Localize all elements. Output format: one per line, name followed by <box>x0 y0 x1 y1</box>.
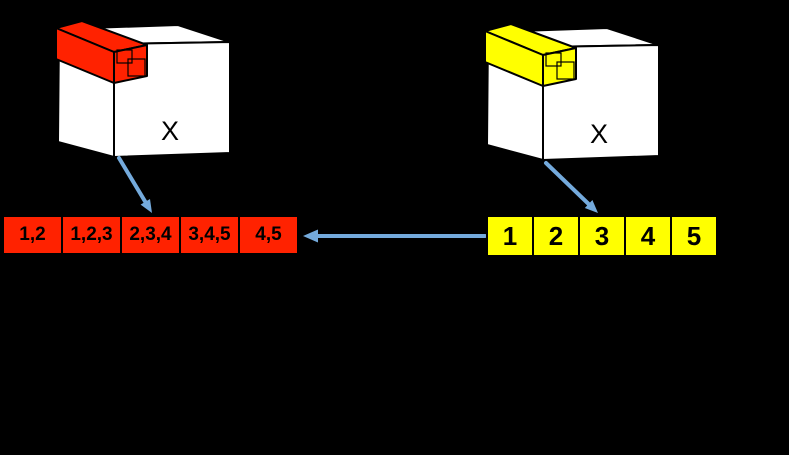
highlight-bar-red <box>55 20 148 84</box>
highlight-bar-end-cap <box>113 44 148 84</box>
yellow-row-cell: 2 <box>532 215 580 257</box>
left-cube <box>55 20 231 158</box>
left-cube-label: X <box>160 116 179 146</box>
yellow-row-cell: 1 <box>486 215 534 257</box>
highlight-bar-yellow <box>484 23 577 87</box>
arrow-right-cube-to-yellow-row <box>544 161 598 213</box>
red-row-cell: 3,4,5 <box>179 215 240 255</box>
red-row-cell: 1,2 <box>2 215 63 255</box>
yellow-element-row: 1 2 3 4 5 <box>486 215 718 257</box>
red-row-cell: 1,2,3 <box>61 215 122 255</box>
highlight-bar-end-cap <box>542 47 577 87</box>
arrow-yellow-row-to-red-row <box>303 229 487 243</box>
right-cube-label: X <box>589 119 608 149</box>
voxel-square <box>545 52 562 67</box>
yellow-row-cell: 4 <box>624 215 672 257</box>
yellow-row-cell: 3 <box>578 215 626 257</box>
voxel-square <box>116 49 133 64</box>
voxel-square <box>556 61 575 80</box>
voxel-square <box>127 58 146 77</box>
red-row-cell: 4,5 <box>238 215 299 255</box>
yellow-row-cell: 5 <box>670 215 718 257</box>
red-window-row: 1,2 1,2,3 2,3,4 3,4,5 4,5 <box>2 215 299 255</box>
red-row-cell: 2,3,4 <box>120 215 181 255</box>
right-cube <box>484 23 660 161</box>
arrow-left-cube-to-red-row <box>117 156 152 213</box>
